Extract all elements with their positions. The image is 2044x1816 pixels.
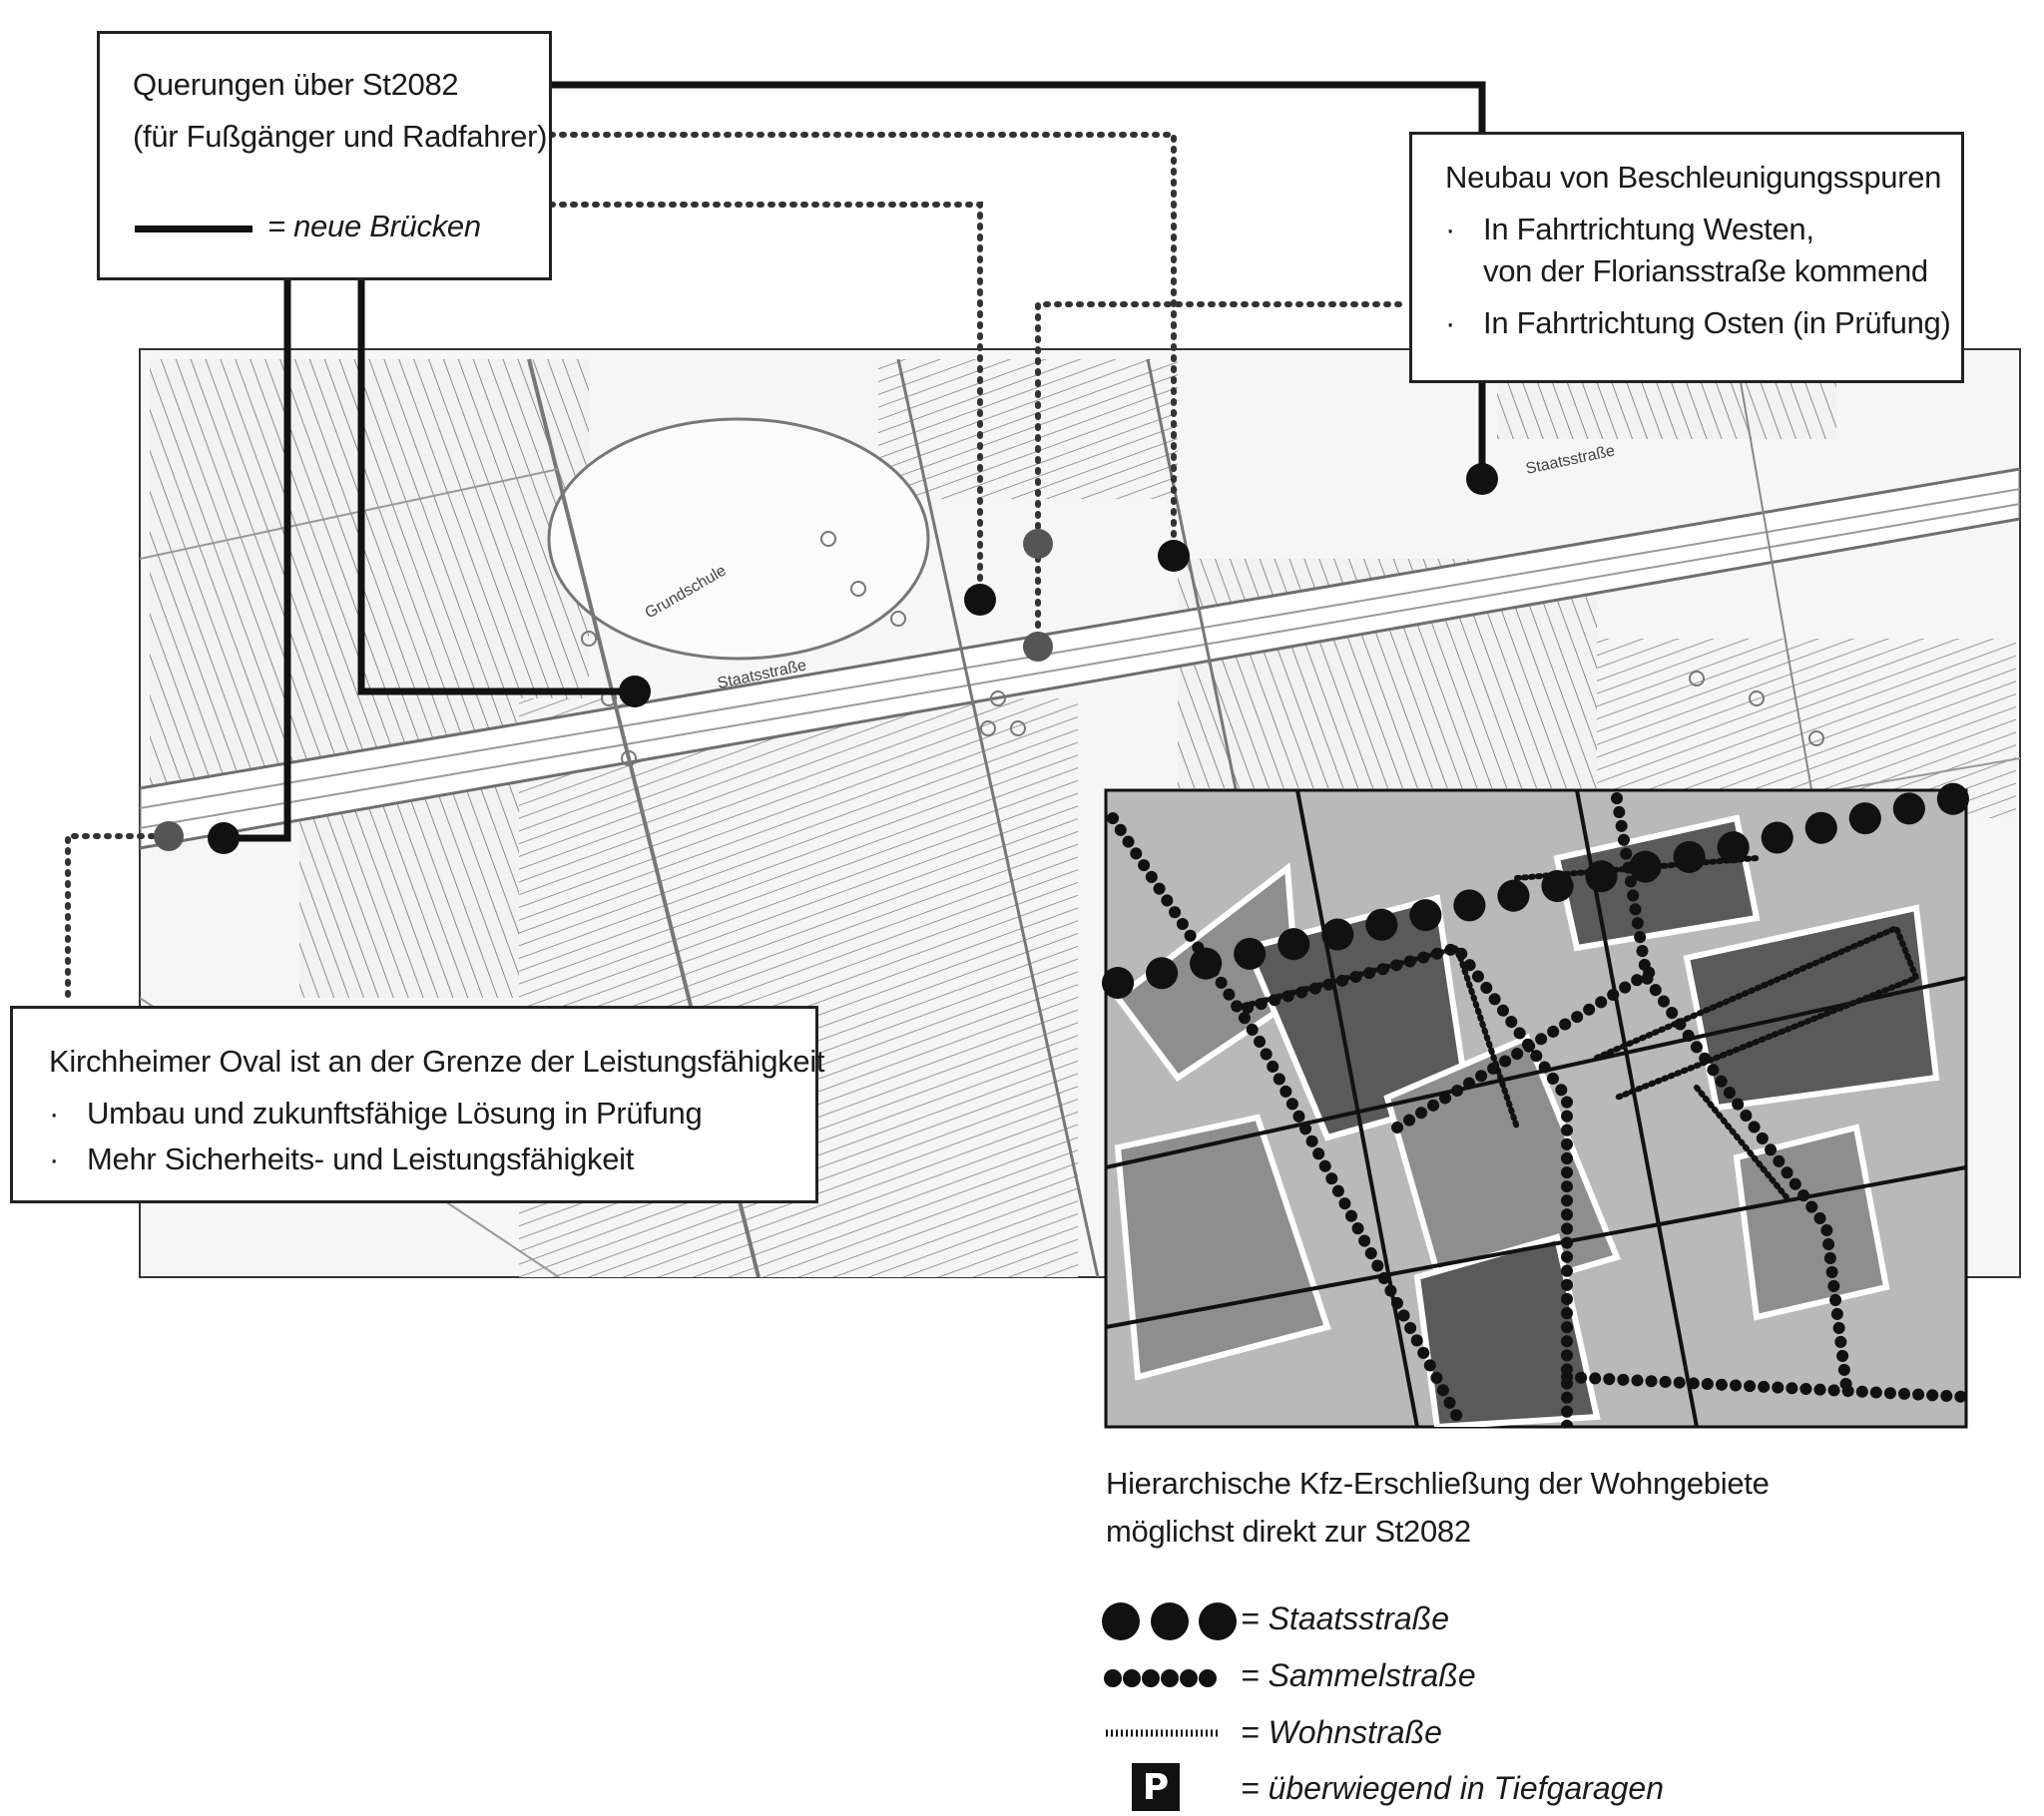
parking-icon: P (1132, 1763, 1180, 1811)
oval-title: Kirchheimer Oval ist an der Grenze der L… (49, 1044, 825, 1079)
legend-symbol-sammelstrasse (1104, 1669, 1217, 1687)
caption-line-2: möglichst direkt zur St2082 (1106, 1514, 1471, 1549)
oval-item-1: ·Umbau und zukunftsfähige Lösung in Prüf… (49, 1096, 703, 1131)
legend-label-wohnstrasse: = Wohnstraße (1241, 1714, 1442, 1750)
legend-label-sammelstrasse: = Sammelstraße (1241, 1657, 1476, 1693)
crossings-box: Querungen über St2082 (für Fußgänger und… (97, 31, 552, 280)
marker-bridge-east (1466, 463, 1498, 495)
accel-item-1: ·In Fahrtrichtung Westen, (1445, 212, 1814, 246)
crossing-dotted-2 (548, 202, 983, 602)
crossings-legend-text: = neue Brücken (267, 209, 481, 243)
accel-box: Neubau von Beschleunigungsspuren ·In Fah… (1409, 132, 1964, 383)
marker-crossing-1 (1158, 540, 1190, 572)
legend-label-tiefgaragen: = überwiegend in Tiefgaragen (1241, 1770, 1665, 1806)
accel-title: Neubau von Beschleunigungsspuren (1445, 160, 1942, 195)
crossings-title: Querungen über St2082 (133, 67, 459, 102)
bridge-line-3 (357, 279, 635, 695)
crossings-subtitle: (für Fußgänger und Radfahrer) (133, 119, 548, 154)
oval-item-2: ·Mehr Sicherheits- und Leistungsfähigkei… (49, 1141, 635, 1176)
bridge-line-2 (226, 279, 291, 842)
marker-accel-1 (1023, 529, 1053, 559)
marker-bridge-west (208, 822, 240, 854)
crossing-dotted-1 (548, 132, 1177, 558)
bridge-legend-line (135, 226, 253, 232)
accel-item-1-cont: von der Floriansstraße kommend (1483, 253, 1928, 288)
marker-bridge-mid (619, 676, 651, 707)
accel-dotted (1035, 301, 1402, 650)
marker-crossing-2 (964, 584, 996, 616)
marker-oval (154, 821, 184, 851)
accel-item-2: ·In Fahrtrichtung Osten (in Prüfung) (1445, 305, 1951, 340)
legend-label-staatsstrasse: = Staatsstraße (1241, 1600, 1449, 1636)
oval-box: Kirchheimer Oval ist an der Grenze der L… (10, 1006, 825, 1203)
caption-line-1: Hierarchische Kfz-Erschließung der Wohng… (1106, 1466, 1770, 1501)
marker-accel-2 (1023, 632, 1053, 662)
oval-dotted (65, 833, 167, 1001)
